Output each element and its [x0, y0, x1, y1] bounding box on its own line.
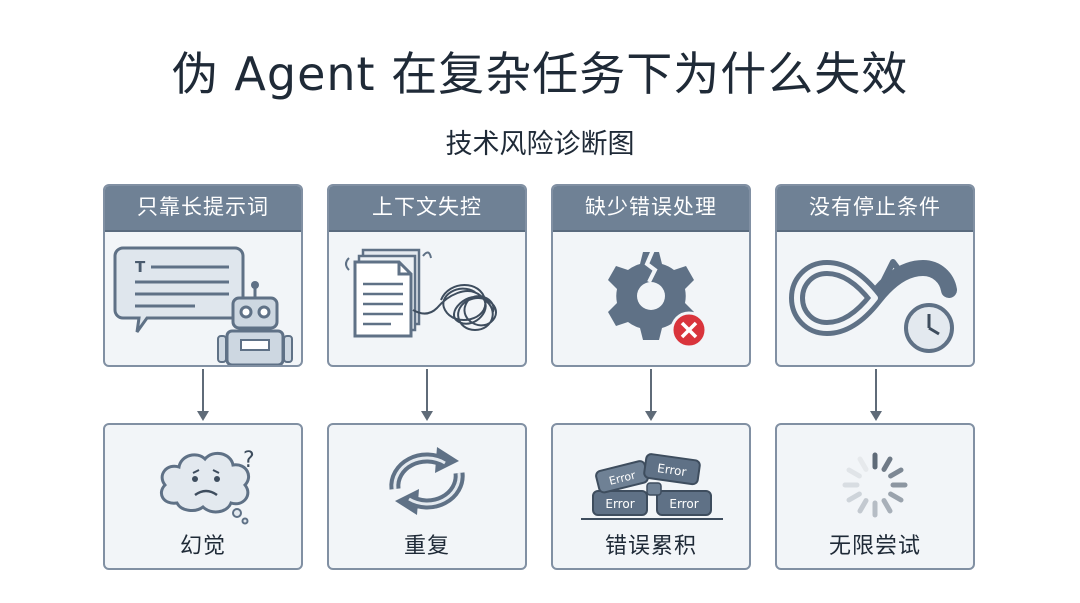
arrow-down-icon [645, 369, 657, 421]
error-tag: Error [643, 453, 701, 486]
arrow-down-icon [197, 369, 209, 421]
effect-card-repetition: 重复 [327, 423, 527, 570]
page-subtitle: 技术风险诊断图 [445, 129, 635, 160]
error-tag-label: Error [669, 497, 698, 511]
error-tag-label: Error [608, 469, 638, 488]
error-tag: Error [595, 460, 649, 494]
error-pile-icon: Error Error Error Error [581, 453, 723, 520]
effect-card-title: 无限尝试 [828, 534, 921, 559]
cause-card-title: 上下文失控 [329, 186, 525, 232]
infinite-loop-clock-icon [788, 259, 957, 353]
cause-card-title: 缺少错误处理 [553, 186, 749, 232]
svg-text:T: T [135, 258, 146, 276]
effect-card-endless-attempts: 无限尝试 [775, 423, 975, 570]
broken-gear-error-icon [608, 249, 708, 349]
error-tag-label: Error [605, 497, 634, 511]
cause-card-stop-condition: 没有停止条件 [775, 184, 975, 367]
cause-card-long-prompt: 只靠长提示词 T [103, 184, 303, 367]
error-tag-label: Error [656, 461, 687, 479]
page-title: 伪 Agent 在复杂任务下为什么失效 [171, 47, 909, 101]
documents-tangle-icon [345, 248, 497, 338]
cause-card-error-handling: 缺少错误处理 [551, 184, 751, 367]
arrow-down-icon [421, 369, 433, 421]
effect-card-title: 错误累积 [604, 534, 697, 559]
chat-bubble-robot-icon: T [113, 246, 293, 365]
cause-card-context: 上下文失控 [327, 184, 527, 367]
effect-card-title: 重复 [403, 534, 450, 559]
effect-card-title: 幻觉 [179, 534, 226, 559]
confused-cloud-icon: ? [160, 448, 255, 525]
repeat-arrows-icon [389, 447, 465, 515]
cause-card-title: 没有停止条件 [777, 186, 973, 232]
cause-card-title: 只靠长提示词 [105, 186, 301, 232]
effect-card-hallucination: ? 幻觉 [103, 423, 303, 570]
svg-text:?: ? [243, 448, 255, 473]
effect-card-error-accumulation: Error Error Error Error 错误累积 [551, 423, 751, 570]
arrow-down-icon [870, 369, 882, 421]
error-tag: Error [592, 490, 648, 516]
loading-spinner-icon [842, 452, 908, 518]
error-tag: Error [656, 490, 712, 516]
